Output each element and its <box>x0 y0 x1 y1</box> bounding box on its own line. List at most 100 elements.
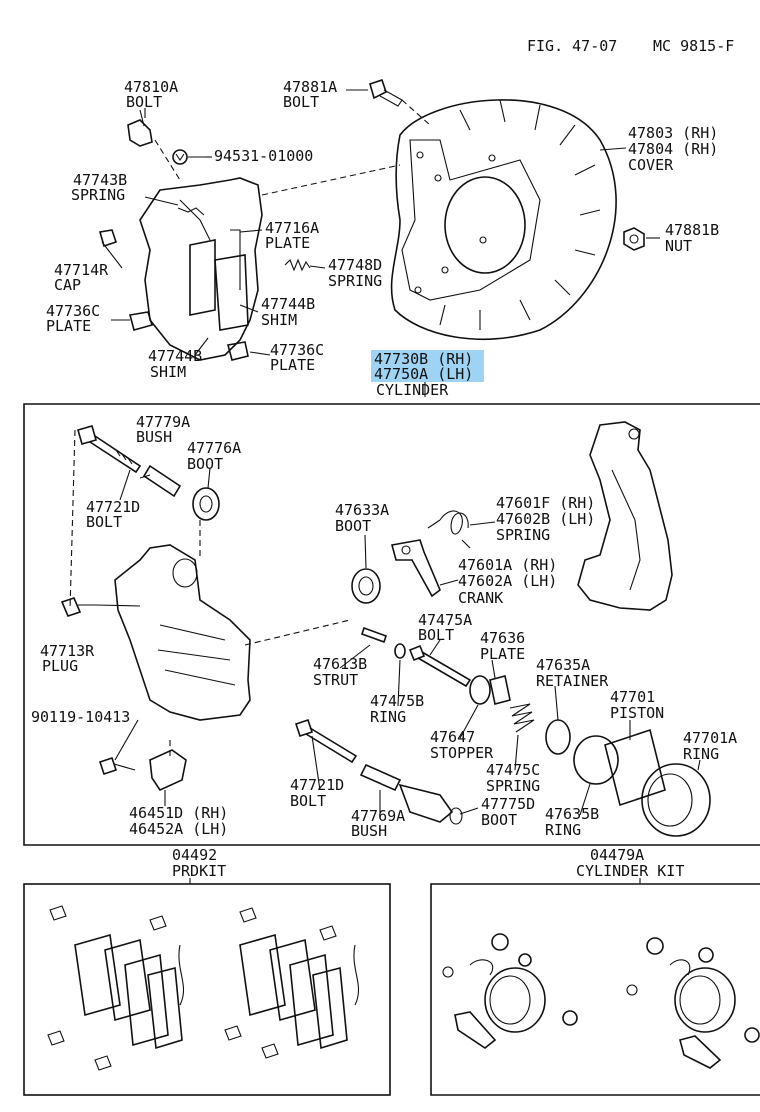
svg-text:90119-10413: 90119-10413 <box>31 708 130 726</box>
plug-47713r-drawing <box>60 597 95 617</box>
svg-text:RING: RING <box>683 745 719 763</box>
svg-text:47636: 47636 <box>480 629 525 647</box>
svg-text:BUSH: BUSH <box>136 428 172 446</box>
svg-text:SPRING: SPRING <box>486 777 540 795</box>
label-47701: 47701 PISTON <box>610 688 664 722</box>
svg-text:47475A: 47475A <box>418 611 472 629</box>
boot-47633a-drawing <box>351 568 381 604</box>
label-47613b: 47613B STRUT <box>313 655 367 689</box>
ring-47701a-drawing <box>641 763 711 837</box>
boot-47775d-drawing <box>398 783 463 825</box>
svg-text:47475C: 47475C <box>486 761 540 779</box>
label-47748d: 47748D SPRING <box>328 256 382 290</box>
spring-47475c-drawing <box>509 703 535 733</box>
svg-text:SHIM: SHIM <box>150 363 186 381</box>
svg-text:47601F (RH): 47601F (RH) <box>496 494 595 512</box>
label-94531: 94531-01000 <box>214 147 313 165</box>
svg-text:SHIM: SHIM <box>261 311 297 329</box>
svg-text:47736C: 47736C <box>270 341 324 359</box>
caliper-cylinder-body-drawing <box>114 544 251 721</box>
svg-text:47803 (RH): 47803 (RH) <box>628 124 718 142</box>
svg-text:47776A: 47776A <box>187 439 241 457</box>
svg-text:BOLT: BOLT <box>126 93 162 111</box>
bolt-90119-drawing <box>98 756 136 776</box>
bolt-47721d-upper-drawing <box>77 425 142 474</box>
svg-text:47730B (RH): 47730B (RH) <box>374 350 473 368</box>
crank-47601a-drawing <box>391 539 441 598</box>
svg-text:47716A: 47716A <box>265 219 319 237</box>
label-47803-cover: 47803 (RH) 47804 (RH) COVER <box>628 124 718 174</box>
svg-text:47750A (LH): 47750A (LH) <box>374 365 473 383</box>
svg-text:47602A (LH): 47602A (LH) <box>458 572 557 590</box>
label-47744b-left: 47744B SHIM <box>148 347 202 381</box>
label-47475c: 47475C SPRING <box>486 761 540 795</box>
svg-text:94531-01000: 94531-01000 <box>214 147 313 165</box>
label-47601f-spring: 47601F (RH) 47602B (LH) SPRING <box>496 494 595 544</box>
label-47714r: 47714R CAP <box>54 261 109 294</box>
svg-text:47602B (LH): 47602B (LH) <box>496 510 595 528</box>
svg-text:47713R: 47713R <box>40 642 95 660</box>
boot-47776a-drawing <box>192 487 220 521</box>
label-47701a: 47701A RING <box>683 729 737 763</box>
svg-text:BOLT: BOLT <box>283 93 319 111</box>
svg-text:CAP: CAP <box>54 276 81 294</box>
label-47716a: 47716A PLATE <box>265 219 319 252</box>
svg-text:47744B: 47744B <box>148 347 202 365</box>
svg-text:BOLT: BOLT <box>418 626 454 644</box>
svg-text:47601A (RH): 47601A (RH) <box>458 556 557 574</box>
cylinder-kit-drawing <box>442 933 760 1069</box>
svg-text:SPRING: SPRING <box>71 186 125 204</box>
label-47721d-upper: 47721D BOLT <box>86 498 140 531</box>
svg-text:BOLT: BOLT <box>290 792 326 810</box>
top-leader-lines <box>101 89 660 397</box>
svg-text:BOLT: BOLT <box>86 513 122 531</box>
ring-47635b-drawing <box>573 735 619 785</box>
label-47721d-lower: 47721D BOLT <box>290 776 344 810</box>
svg-text:PRDKIT: PRDKIT <box>172 862 226 880</box>
svg-text:PLATE: PLATE <box>480 645 525 663</box>
label-47475b: 47475B RING <box>370 692 424 726</box>
svg-text:47810A: 47810A <box>124 78 178 96</box>
svg-text:47635A: 47635A <box>536 656 590 674</box>
label-47736c-lower: 47736C PLATE <box>270 341 324 374</box>
caliper-mount-drawing <box>139 177 263 361</box>
label-90119: 90119-10413 <box>31 708 130 726</box>
svg-text:47475B: 47475B <box>370 692 424 710</box>
svg-text:RETAINER: RETAINER <box>536 672 609 690</box>
pad-kit-drawing <box>47 905 360 1071</box>
caliper-bracket-drawing <box>577 421 673 611</box>
label-47635b: 47635B RING <box>545 805 599 839</box>
svg-text:STOPPER: STOPPER <box>430 744 494 762</box>
svg-text:STRUT: STRUT <box>313 671 358 689</box>
svg-text:47721D: 47721D <box>86 498 140 516</box>
svg-text:47613B: 47613B <box>313 655 367 673</box>
bush-47779a-drawing <box>142 464 182 498</box>
svg-text:47743B: 47743B <box>73 171 127 189</box>
bolt-47810a-drawing <box>127 109 153 147</box>
label-47635a: 47635A RETAINER <box>536 656 609 690</box>
svg-text:RING: RING <box>545 821 581 839</box>
svg-text:47775D: 47775D <box>481 795 535 813</box>
label-47636: 47636 PLATE <box>480 629 525 663</box>
svg-text:PLATE: PLATE <box>265 234 310 252</box>
svg-text:47748D: 47748D <box>328 256 382 274</box>
svg-text:04479A: 04479A <box>590 846 644 864</box>
label-47810a: 47810A BOLT <box>124 78 178 111</box>
dust-cover-drawing <box>390 99 617 341</box>
svg-text:CYLINDER KIT: CYLINDER KIT <box>576 862 684 880</box>
label-46451d: 46451D (RH) 46452A (LH) <box>129 804 228 838</box>
spring-47601f-drawing <box>427 510 471 549</box>
label-47775d: 47775D BOOT <box>481 795 535 829</box>
strut-47613b-drawing <box>360 626 388 644</box>
plate-47636-drawing <box>489 675 511 705</box>
label-47601a-crank: 47601A (RH) 47602A (LH) CRANK <box>458 556 557 607</box>
plate-47736c-upper-drawing <box>129 311 154 331</box>
middle-leader-lines <box>69 429 701 816</box>
label-04479a: 04479A CYLINDER KIT <box>576 846 684 880</box>
label-47881b: 47881B NUT <box>665 221 719 255</box>
stopper-47647-drawing <box>469 675 491 705</box>
svg-text:BOOT: BOOT <box>481 811 517 829</box>
label-47744b-right: 47744B SHIM <box>261 295 315 329</box>
svg-text:47701A: 47701A <box>683 729 737 747</box>
svg-text:47881B: 47881B <box>665 221 719 239</box>
